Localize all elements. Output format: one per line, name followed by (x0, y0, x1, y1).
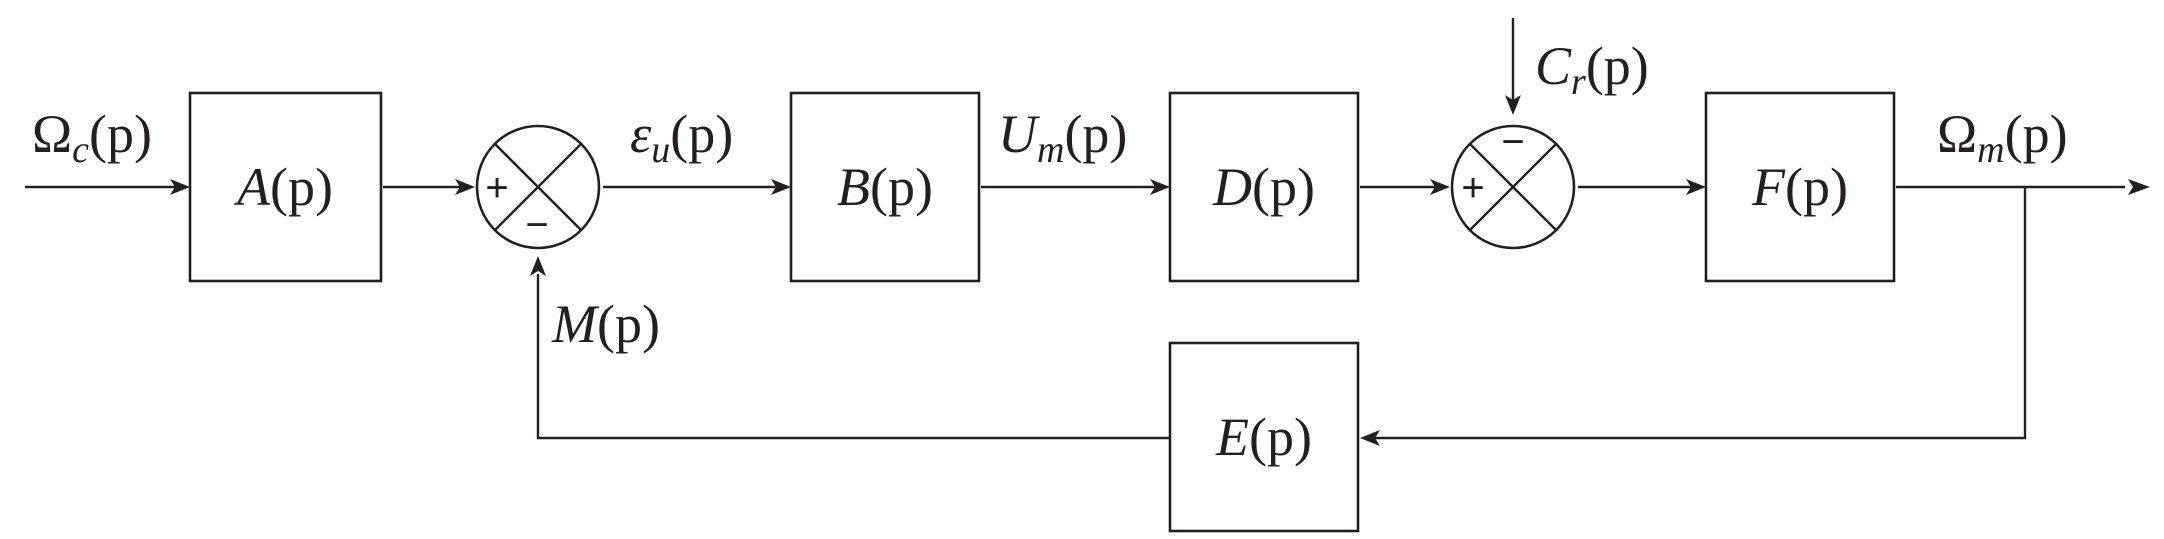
block-D: D(p) (1168, 91, 1360, 283)
block-A-label: A(p) (234, 157, 333, 217)
arrowhead-into-sum1 (455, 179, 475, 195)
arrowhead-into-sum2 (1430, 179, 1450, 195)
block-A: A(p) (188, 91, 383, 283)
arrowhead-into-A (170, 179, 190, 195)
sum2-minus-sign: − (1501, 120, 1524, 164)
block-D-label: D(p) (1212, 157, 1315, 217)
block-F-label: F(p) (1751, 157, 1848, 217)
arrowhead-into-F (1686, 179, 1706, 195)
summing-junction-2: + − (1450, 120, 1576, 250)
arrowhead-into-E (1360, 430, 1380, 446)
block-E-label: E(p) (1215, 407, 1312, 467)
block-B-label: B(p) (837, 157, 933, 217)
label-M: M(p) (551, 294, 660, 354)
signal-wires (25, 18, 2125, 440)
block-F: F(p) (1704, 91, 1896, 283)
sum2-plus-sign: + (1461, 166, 1484, 210)
arrowheads (170, 95, 2150, 446)
wire-E-to-sum1 (536, 274, 1172, 440)
block-E: E(p) (1168, 341, 1360, 533)
arrowhead-into-sum1-bottom (530, 256, 546, 276)
label-omega-c: Ωc(p) (32, 104, 152, 171)
arrowhead-Cr-into-sum2 (1505, 95, 1521, 115)
arrowhead-into-B (771, 179, 791, 195)
label-omega-m: Ωm(p) (1937, 104, 2068, 171)
arrowhead-output (2128, 179, 2150, 195)
wire-feedback-to-E (1375, 187, 2027, 440)
block-B: B(p) (789, 91, 981, 283)
label-C-r: Cr(p) (1535, 36, 1649, 103)
label-eps-u: εu(p) (630, 104, 733, 171)
label-U-m: Um(p) (998, 104, 1127, 171)
summing-junction-1: + − (475, 124, 601, 250)
sum1-plus-sign: + (485, 166, 508, 210)
arrowhead-into-D (1150, 179, 1170, 195)
sum1-minus-sign: − (525, 203, 548, 247)
